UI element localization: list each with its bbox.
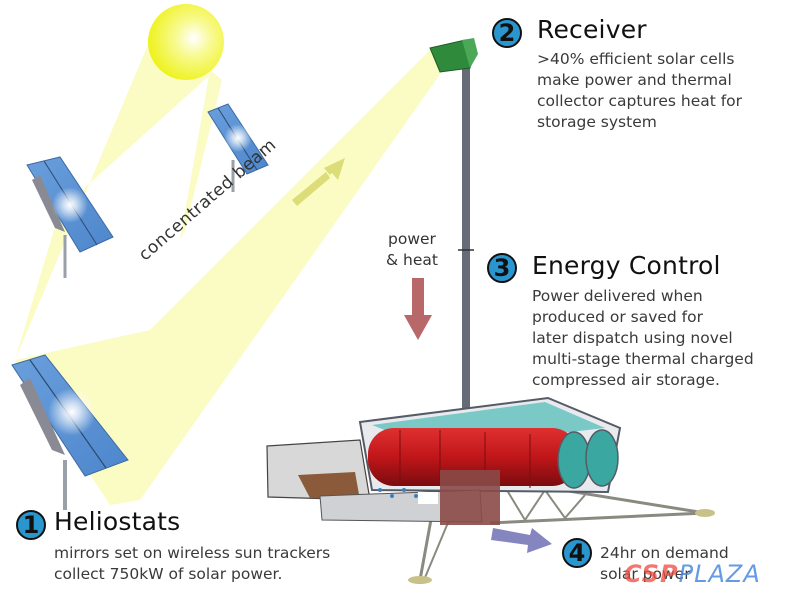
sun-icon <box>148 4 224 80</box>
description-line: storage system <box>537 113 657 131</box>
step-4-description: 24hr on demand solar power <box>600 543 729 585</box>
step-1-title: Heliostats <box>54 507 181 536</box>
power-heat-arrow <box>404 278 432 340</box>
receiver-head <box>429 38 478 73</box>
description-line: multi-stage thermal charged <box>532 350 754 368</box>
step-4-badge: 4 <box>562 538 592 568</box>
watermark: CSPPLAZA <box>624 560 761 588</box>
output-arrow <box>491 528 552 553</box>
step-2-description: >40% efficient solar cells make power an… <box>537 49 742 133</box>
heliostat-small <box>207 103 269 192</box>
description-line: solar power <box>600 565 691 583</box>
description-line: produced or saved for <box>532 308 703 326</box>
beam-direction-arrow <box>295 158 345 205</box>
step-1-description: mirrors set on wireless sun trackers col… <box>54 543 330 585</box>
step-3-badge: 3 <box>487 253 517 283</box>
watermark-part-1: CSP <box>624 560 679 588</box>
description-line: later dispatch using novel <box>532 329 733 347</box>
description-line: collector captures heat for <box>537 92 743 110</box>
description-line: collect 750kW of solar power. <box>54 565 283 583</box>
description-line: mirrors set on wireless sun trackers <box>54 544 331 562</box>
step-3-description: Power delivered when produced or saved f… <box>532 286 754 391</box>
watermark-part-2: PLAZA <box>678 560 761 588</box>
description-line: >40% efficient solar cells <box>537 50 735 68</box>
description-line: compressed air storage. <box>532 371 720 389</box>
power-heat-label: power & heat <box>386 229 438 271</box>
description-line: make power and thermal <box>537 71 732 89</box>
step-2-badge: 2 <box>492 18 522 48</box>
description-line: 24hr on demand <box>600 544 729 562</box>
tower-pole <box>462 60 470 480</box>
heliostat-middle <box>26 156 114 278</box>
heliostat-large <box>11 354 129 510</box>
storage-plant <box>266 396 715 584</box>
power-heat-line-2: & heat <box>386 251 438 269</box>
step-2-title: Receiver <box>537 15 647 44</box>
step-3-title: Energy Control <box>532 251 721 280</box>
power-heat-line-1: power <box>388 230 436 248</box>
step-1-badge: 1 <box>16 510 46 540</box>
description-line: Power delivered when <box>532 287 703 305</box>
